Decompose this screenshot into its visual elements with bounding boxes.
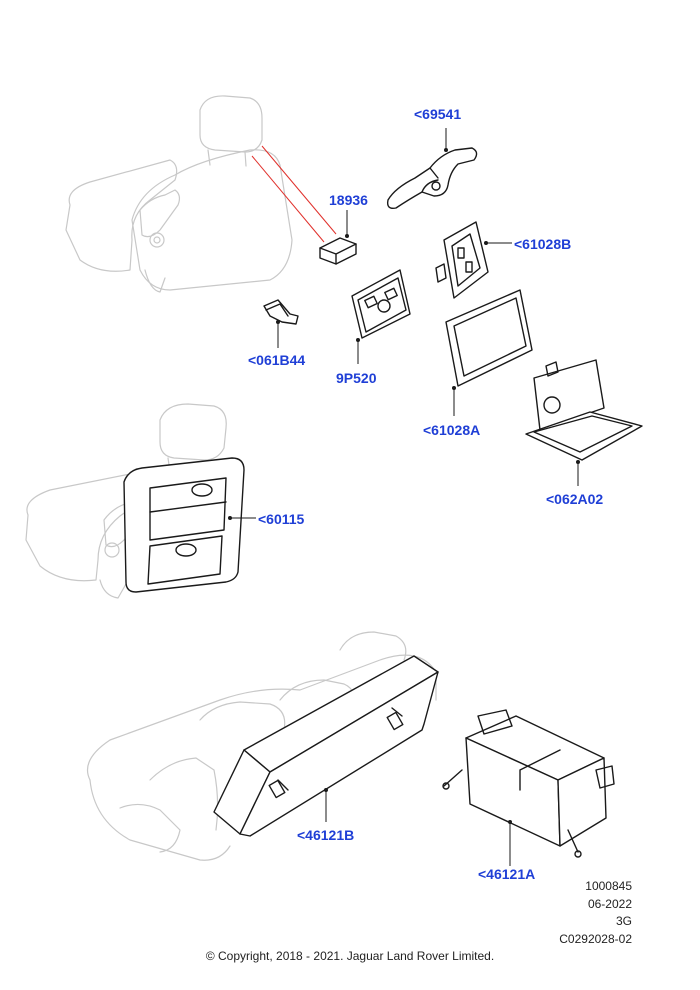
part-61028B-bracket [435, 221, 489, 299]
callout-61028B[interactable]: <61028B [514, 236, 572, 252]
callout-61028A[interactable]: <61028A [423, 422, 481, 438]
front-seat-ghost-middle [25, 403, 227, 599]
diagram-code: 3G [615, 914, 632, 928]
diagram-date: 06-2022 [587, 897, 632, 911]
part-60115-seatback-panel [123, 457, 245, 593]
callout-46121A[interactable]: <46121A [478, 866, 536, 882]
part-062A02-tray [525, 359, 643, 461]
callout-061B44[interactable]: <061B44 [248, 352, 306, 368]
callout-9P520[interactable]: 9P520 [336, 370, 377, 386]
diagram-number: 1000845 [585, 879, 632, 893]
rear-seats-ghost [86, 631, 437, 861]
part-46121A-storage-box [442, 709, 615, 858]
part-9P520-plate [351, 269, 411, 339]
callout-18936[interactable]: 18936 [329, 192, 368, 208]
callout-46121B[interactable]: <46121B [297, 827, 355, 843]
part-061B44-clip [263, 299, 299, 325]
copyright-notice: © Copyright, 2018 - 2021. Jaguar Land Ro… [205, 949, 495, 963]
callout-60115[interactable]: <60115 [258, 511, 305, 527]
diagram-reference: C0292028-02 [559, 932, 632, 946]
front-seat-ghost-top [65, 95, 293, 293]
part-69541-clip [386, 147, 478, 210]
callout-69541[interactable]: <69541 [414, 106, 462, 122]
part-61028A-frame [445, 289, 533, 387]
part-46121B-organiser [213, 655, 439, 837]
callout-062A02[interactable]: <062A02 [546, 491, 604, 507]
part-18936-connector [319, 237, 357, 265]
